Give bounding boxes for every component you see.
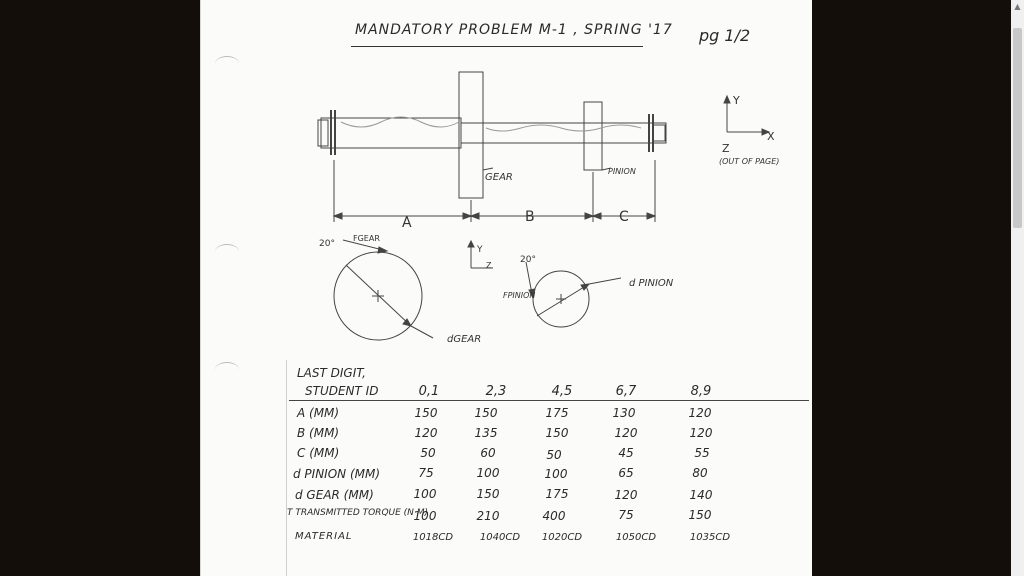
punch-hole	[215, 244, 239, 259]
table-cell: 55	[694, 446, 710, 460]
gear-angle-label: 20°	[319, 239, 335, 249]
table-header-line1: LAST DIGIT,	[297, 366, 366, 380]
gear-body	[458, 71, 484, 199]
table-cell: 150	[414, 406, 438, 420]
table-cell: 150	[688, 508, 712, 522]
column-header: 8,9	[690, 384, 712, 399]
table-cell: 120	[688, 406, 712, 420]
dimension-a: A	[402, 215, 412, 231]
table-cell: 100	[544, 467, 568, 481]
table-cell: 1020CD	[541, 532, 583, 543]
column-header: 2,3	[485, 384, 507, 399]
pinion-diameter-label: d PINION	[629, 278, 674, 289]
shaft-small-section	[460, 122, 667, 144]
punch-hole	[215, 362, 239, 377]
column-header: 6,7	[615, 384, 637, 399]
row-label: d PINION (MM)	[293, 467, 381, 481]
table-cell: 1018CD	[412, 532, 454, 543]
row-label: A (MM)	[297, 406, 340, 420]
table-cell: 120	[689, 426, 713, 440]
title-underline	[351, 46, 643, 47]
table-cell: 120	[614, 488, 638, 502]
pinion-force-label: FPINION	[503, 291, 535, 300]
table-cell: 175	[545, 406, 569, 420]
table-header-rule	[289, 400, 809, 401]
problem-title: MANDATORY PROBLEM M-1 , SPRING '17	[355, 22, 673, 38]
table-cell: 120	[614, 426, 638, 440]
table-cell: 1050CD	[615, 532, 657, 543]
shaft-right-end	[652, 124, 666, 142]
table-cell: 100	[413, 509, 437, 523]
table-cell: 150	[474, 406, 498, 420]
table-cell: 50	[546, 448, 562, 462]
table-cell: 175	[545, 487, 569, 501]
small-axis-z-label: Z	[486, 261, 492, 270]
scrollbar-thumb[interactable]	[1013, 28, 1022, 228]
gear-diameter-label: dGEAR	[447, 334, 481, 345]
axis-y-label: Y	[732, 94, 740, 107]
row-label: T TRANSMITTED TORQUE (N·M)	[287, 508, 429, 518]
pinion-label: PINION	[608, 167, 636, 176]
column-header: 4,5	[551, 384, 573, 399]
table-cell: 150	[476, 487, 500, 501]
row-label: C (MM)	[297, 446, 340, 460]
column-header: 0,1	[418, 384, 440, 399]
gear-force-label: FGEAR	[353, 234, 380, 243]
table-cell: 135	[474, 426, 498, 440]
table-cell: 100	[413, 487, 437, 501]
shaft-left-end	[317, 119, 329, 147]
out-of-page-note: (OUT OF PAGE)	[719, 157, 779, 166]
shaft-diagram: GEAR PINION A B C Y X Z (OUT OF PAGE) 20…	[317, 71, 779, 345]
dimension-b: B	[525, 209, 535, 225]
row-label: d GEAR (MM)	[295, 488, 374, 502]
table-cell: 210	[476, 509, 500, 523]
table-cell: 80	[692, 466, 708, 480]
table-cell: 50	[420, 446, 436, 460]
table-cell: 140	[689, 488, 713, 502]
row-label: MATERIAL	[295, 531, 353, 542]
table-cell: 100	[476, 466, 500, 480]
dimension-c: C	[619, 209, 629, 225]
scroll-up-arrow-icon[interactable]: ▲	[1014, 2, 1021, 11]
page-number: pg 1/2	[699, 26, 751, 45]
punch-hole	[215, 56, 239, 71]
table-cell: 1040CD	[479, 532, 521, 543]
pinion-body	[583, 101, 603, 171]
axis-x-label: X	[767, 130, 775, 143]
table-cell: 60	[480, 446, 496, 460]
small-axis-y-label: Y	[476, 245, 483, 255]
table-cell: 400	[542, 509, 566, 523]
document-page: MANDATORY PROBLEM M-1 , SPRING '17 pg 1/…	[200, 0, 812, 576]
gear-label: GEAR	[485, 172, 513, 183]
table-cell: 65	[618, 466, 634, 480]
pinion-angle-label: 20°	[520, 255, 536, 265]
table-cell: 75	[418, 466, 434, 480]
row-label: B (MM)	[297, 426, 340, 440]
table-header-line2: STUDENT ID	[305, 384, 379, 398]
table-cell: 130	[612, 406, 636, 420]
table-cell: 75	[618, 508, 634, 522]
axis-z-label: Z	[722, 142, 730, 155]
table-cell: 1035CD	[689, 532, 731, 543]
margin-line	[286, 360, 287, 576]
table-cell: 150	[545, 426, 569, 440]
table-cell: 45	[618, 446, 634, 460]
table-cell: 120	[414, 426, 438, 440]
